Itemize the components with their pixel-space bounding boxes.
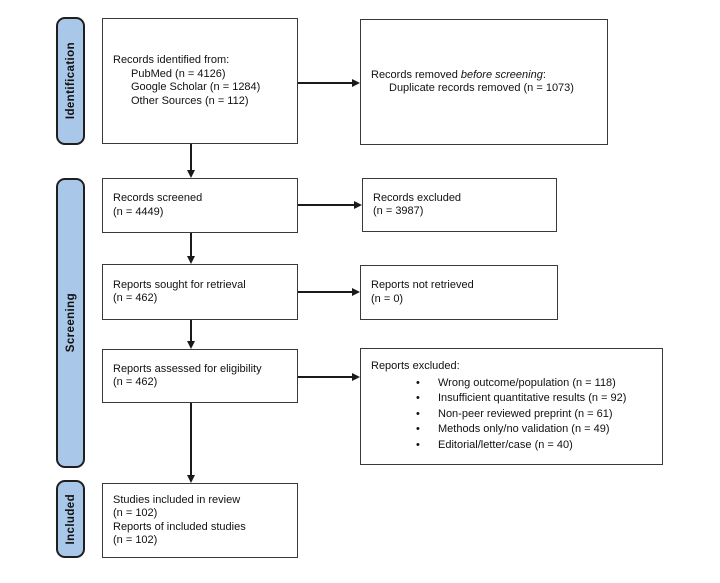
arrow-head-icon — [186, 256, 195, 264]
records-identified-title: Records identified from: — [113, 54, 230, 66]
reports-assessed-title: Reports assessed for eligibility — [113, 362, 262, 375]
box-records-identified: Records identified from: PubMed (n = 412… — [102, 18, 298, 144]
arrow-line — [190, 144, 192, 171]
reports-not-retrieved-title: Reports not retrieved — [371, 279, 474, 291]
reports-sought-title: Reports sought for retrieval — [113, 278, 246, 291]
stage-label-screening-text: Screening — [64, 293, 77, 353]
arrow-head-icon — [354, 200, 362, 209]
box-studies-included: Studies included in review (n = 102) Rep… — [102, 483, 298, 558]
studies-included-count: (n = 102) — [113, 507, 158, 519]
records-identified-other-sources: Other Sources (n = 112) — [131, 94, 249, 107]
box-reports-sought: Reports sought for retrieval (n = 462) — [102, 264, 298, 320]
reports-excluded-reason-list: Wrong outcome/population (n = 118) Insuf… — [371, 376, 652, 454]
records-identified-google-scholar: Google Scholar (n = 1284) — [131, 81, 261, 93]
box-records-removed-before-screening: Records removed before screening: Duplic… — [360, 19, 608, 145]
reports-excluded-reason: Wrong outcome/population (n = 118) — [416, 376, 652, 392]
reports-of-included-title: Reports of included studies — [113, 520, 246, 533]
arrow-head-icon — [186, 474, 195, 483]
arrow-line — [298, 82, 353, 84]
studies-included-title: Studies included in review — [113, 493, 241, 506]
records-removed-title-prefix: Records removed — [371, 68, 461, 81]
records-excluded-title: Records excluded — [373, 191, 462, 204]
reports-excluded-title: Reports excluded: — [371, 360, 460, 372]
reports-excluded-reason: Editorial/letter/case (n = 40) — [416, 438, 652, 454]
arrow-line — [298, 204, 355, 206]
reports-of-included-count: (n = 102) — [113, 534, 158, 546]
arrow-line — [190, 320, 192, 342]
box-reports-not-retrieved: Reports not retrieved (n = 0) — [360, 265, 558, 320]
records-identified-pubmed: PubMed (n = 4126) — [131, 67, 226, 80]
box-reports-assessed: Reports assessed for eligibility (n = 46… — [102, 349, 298, 403]
reports-excluded-reason: Insufficient quantitative results (n = 9… — [416, 391, 652, 407]
records-removed-title-italic: before screening — [460, 68, 543, 81]
arrow-head-icon — [352, 287, 360, 296]
reports-excluded-reason: Non-peer reviewed preprint (n = 61) — [416, 407, 652, 423]
reports-sought-count: (n = 462) — [113, 292, 158, 304]
records-screened-title: Records screened — [113, 192, 203, 204]
records-removed-duplicates: Duplicate records removed (n = 1073) — [389, 82, 574, 94]
arrow-head-icon — [186, 170, 195, 178]
box-records-excluded: Records excluded (n = 3987) — [362, 178, 557, 232]
reports-assessed-count: (n = 462) — [113, 376, 158, 388]
arrow-line — [298, 376, 353, 378]
box-reports-excluded: Reports excluded: Wrong outcome/populati… — [360, 348, 663, 465]
arrow-head-icon — [352, 78, 360, 87]
stage-label-included-text: Included — [64, 493, 77, 545]
arrow-line — [298, 291, 353, 293]
records-removed-title: Records removed before screening: — [371, 69, 597, 83]
stage-label-identification: Identification — [56, 17, 85, 145]
box-records-screened: Records screened (n = 4449) — [102, 178, 298, 233]
stage-label-screening: Screening — [56, 178, 85, 468]
arrow-line — [190, 233, 192, 257]
records-excluded-count: (n = 3987) — [373, 205, 424, 217]
records-removed-title-suffix: : — [542, 68, 546, 81]
arrow-head-icon — [186, 341, 195, 349]
records-screened-count: (n = 4449) — [113, 205, 164, 218]
stage-label-identification-text: Identification — [64, 42, 77, 120]
arrow-line — [190, 403, 192, 475]
reports-excluded-reason: Methods only/no validation (n = 49) — [416, 422, 652, 438]
arrow-head-icon — [352, 372, 360, 381]
stage-label-included: Included — [56, 480, 85, 558]
reports-not-retrieved-count: (n = 0) — [371, 292, 404, 305]
